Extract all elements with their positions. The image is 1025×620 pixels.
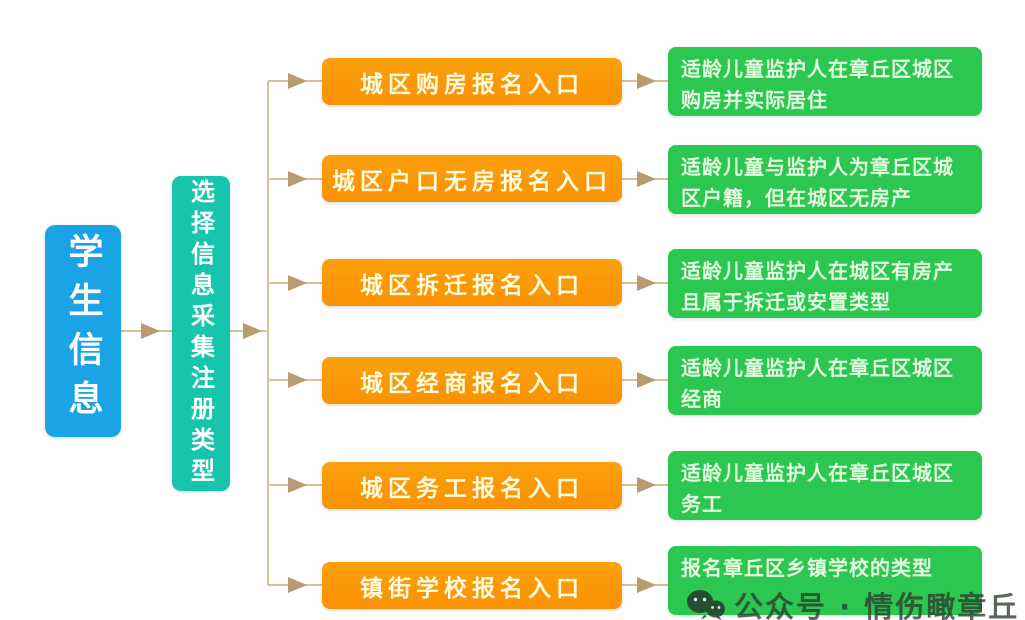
desc-urban-worker: 适龄儿童监护人在章丘区城区务工 bbox=[668, 451, 982, 520]
entry-township-school[interactable]: 镇街学校报名入口 bbox=[322, 562, 622, 609]
desc-urban-house-purchase: 适龄儿童监护人在章丘区城区购房并实际居住 bbox=[668, 47, 982, 116]
desc-urban-business: 适龄儿童监护人在章丘区城区经商 bbox=[668, 346, 982, 415]
registration-type-selector-node: 选择信息采集注册类型 bbox=[172, 176, 230, 491]
student-info-node: 学生信息 bbox=[45, 225, 121, 437]
watermark-text: 公众号 · 情伤瞰章丘 bbox=[734, 590, 1020, 620]
registration-type-selector-label: 选择信息采集注册类型 bbox=[186, 178, 215, 489]
entry-urban-worker[interactable]: 城区务工报名入口 bbox=[322, 462, 622, 509]
desc-urban-demolition: 适龄儿童监护人在城区有房产且属于拆迁或安置类型 bbox=[668, 249, 982, 318]
desc-township-school: 报名章丘区乡镇学校的类型 bbox=[668, 546, 982, 615]
entry-urban-hukou-no-house[interactable]: 城区户口无房报名入口 bbox=[322, 155, 622, 202]
wechat-icon bbox=[687, 590, 725, 620]
watermark: 公众号 · 情伤瞰章丘 bbox=[686, 584, 1019, 620]
entry-urban-house-purchase[interactable]: 城区购房报名入口 bbox=[322, 58, 622, 105]
entry-urban-demolition[interactable]: 城区拆迁报名入口 bbox=[322, 259, 622, 306]
student-info-label: 学生信息 bbox=[62, 233, 103, 429]
desc-urban-hukou-no-house: 适龄儿童与监护人为章丘区城区户籍，但在城区无房产 bbox=[668, 145, 982, 214]
entry-urban-business[interactable]: 城区经商报名入口 bbox=[322, 357, 622, 404]
